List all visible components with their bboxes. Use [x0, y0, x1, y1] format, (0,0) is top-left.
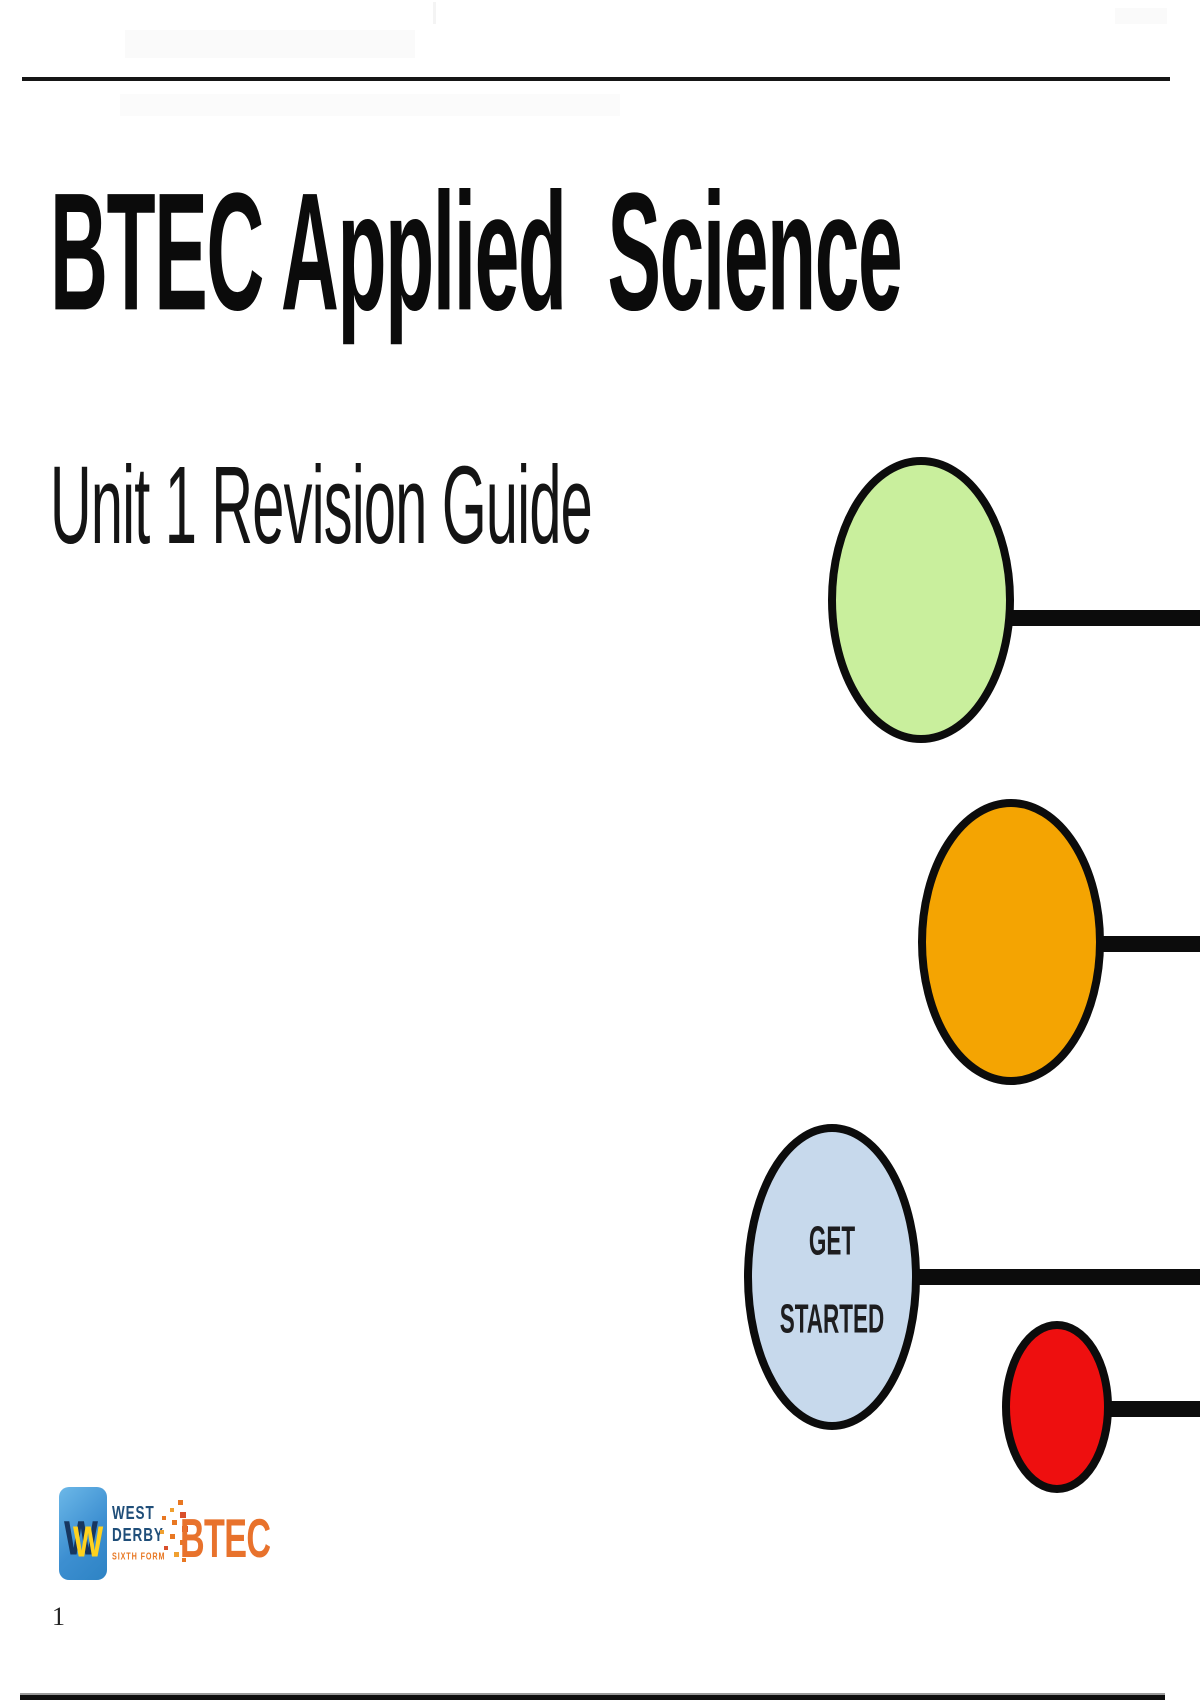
topic-node-orange — [918, 799, 1104, 1085]
bottom-divider-rule — [20, 1693, 1165, 1695]
west-derby-w-icon: W — [73, 1517, 104, 1566]
west-derby-w-icon: W — [64, 1509, 98, 1566]
topic-node-red — [1002, 1321, 1112, 1493]
page-number: 1 — [52, 1602, 65, 1631]
page-title: BTEC Applied Science — [50, 158, 903, 347]
btec-logo-text: BTEC — [180, 1507, 271, 1569]
page-subtitle: Unit 1 Revision Guide — [50, 443, 593, 567]
west-derby-logo-text-sixth-form: SIXTH FORM — [112, 1550, 166, 1562]
get-started-label-line2[interactable]: STARTED — [779, 1297, 885, 1342]
btec-logo-dots-icon — [160, 1500, 188, 1562]
west-derby-logo-badge: W W — [59, 1487, 107, 1580]
west-derby-logo-text-derby: DERBY — [112, 1524, 164, 1546]
top-divider-rule — [22, 77, 1170, 81]
get-started-node[interactable] — [744, 1124, 920, 1430]
bottom-bar — [20, 1695, 1165, 1700]
get-started-label-line1[interactable]: GET — [808, 1219, 856, 1264]
west-derby-logo-text-west: WEST — [112, 1502, 155, 1524]
topic-node-green — [828, 457, 1014, 743]
